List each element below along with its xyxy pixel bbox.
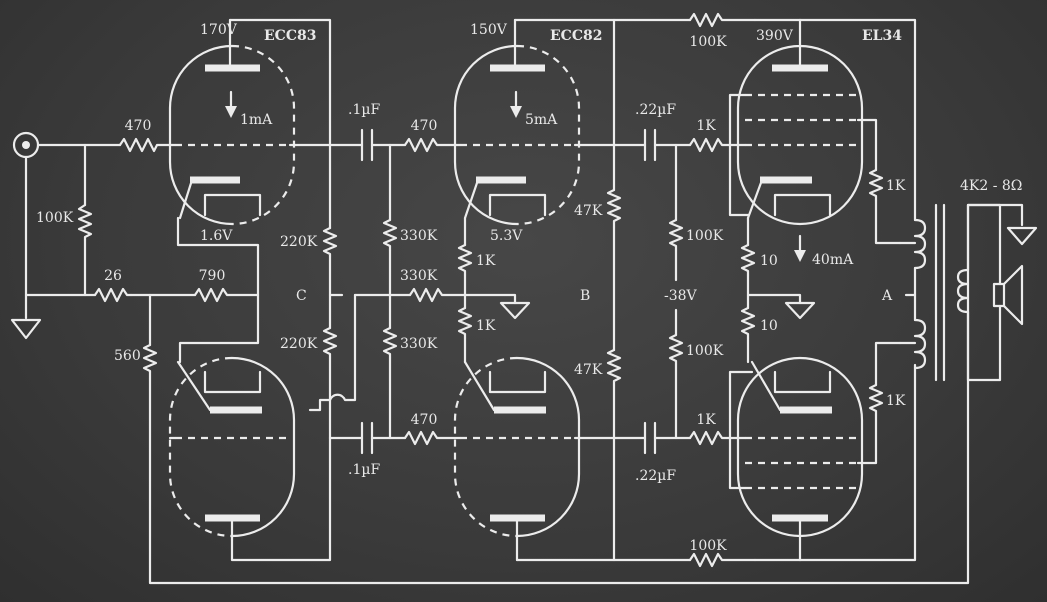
tube-ecc83-top bbox=[168, 18, 296, 226]
label-r-330k-top: 330K bbox=[400, 228, 438, 244]
resistor-100k-bot bbox=[668, 308, 684, 440]
label-t1-current: 1mA bbox=[240, 112, 273, 128]
label-c-bot-1: .1µF bbox=[348, 462, 380, 478]
input-ground-icon bbox=[10, 318, 42, 340]
label-r-input-grid: 470 bbox=[125, 118, 152, 134]
resistor-47k-top bbox=[606, 188, 622, 229]
label-r-grid-top-3: 1K bbox=[696, 118, 716, 134]
node-c-wiring bbox=[308, 293, 412, 412]
label-r-100k-top: 100K bbox=[686, 228, 724, 244]
resistor-input-grid bbox=[118, 137, 174, 153]
resistor-10-top bbox=[740, 243, 756, 277]
resistor-10-bot bbox=[740, 306, 756, 340]
current-arrow-3 bbox=[794, 234, 806, 262]
input-jack bbox=[12, 131, 40, 159]
label-r-330k-mid: 330K bbox=[400, 268, 438, 284]
label-r-47k-bot: 47K bbox=[574, 362, 603, 378]
resistor-790 bbox=[193, 287, 260, 303]
tube2-plate-wiring bbox=[513, 18, 692, 562]
label-r-fb-top: 100K bbox=[689, 34, 727, 50]
label-r-1k-top: 1K bbox=[476, 253, 496, 269]
node-label-bias: -38V bbox=[664, 288, 698, 304]
label-t1-plate-voltage: 170V bbox=[200, 22, 238, 38]
label-r-47k-top: 47K bbox=[574, 203, 603, 219]
current-arrow-1 bbox=[225, 90, 237, 118]
label-r-100k-bot: 100K bbox=[686, 343, 724, 359]
node-label-b: B bbox=[580, 288, 590, 304]
resistor-47k-bot bbox=[606, 348, 622, 387]
label-r-330k-bot: 330K bbox=[400, 336, 438, 352]
resistor-screen-top bbox=[868, 168, 884, 202]
label-t3-name: EL34 bbox=[862, 28, 902, 44]
resistor-grid-top-2 bbox=[403, 137, 462, 153]
node-label-a: A bbox=[881, 288, 893, 304]
speaker-icon bbox=[992, 264, 1024, 326]
resistor-330k-mid bbox=[408, 287, 467, 303]
output-ground-icon bbox=[1006, 226, 1038, 246]
label-c-bot-2: .22µF bbox=[635, 468, 676, 484]
input-wiring bbox=[24, 143, 1024, 585]
label-t1-name: ECC83 bbox=[264, 28, 316, 44]
capacitor-bot-1 bbox=[360, 421, 407, 455]
label-r-input-bleed: 100K bbox=[36, 210, 74, 226]
resistor-grid-bot-3 bbox=[688, 430, 747, 446]
label-r-10-top: 10 bbox=[760, 253, 778, 269]
resistor-100k-top bbox=[668, 143, 684, 282]
label-r-10-bot: 10 bbox=[760, 318, 778, 334]
resistor-input-bleed bbox=[77, 203, 93, 242]
tube3-wiring bbox=[728, 18, 917, 562]
resistor-screen-bot bbox=[868, 383, 884, 417]
resistor-grid-top-3 bbox=[688, 137, 747, 153]
node-label-c: C bbox=[296, 288, 307, 304]
resistor-330k-top bbox=[382, 143, 398, 330]
resistor-330k-bot bbox=[382, 326, 398, 440]
label-r-grid-bot-3: 1K bbox=[696, 412, 716, 428]
output-transformer bbox=[898, 203, 1002, 382]
tube-el34-bottom bbox=[736, 356, 864, 562]
tube-el34-top bbox=[736, 18, 864, 226]
label-t1-cathode-voltage: 1.6V bbox=[200, 228, 233, 244]
capacitor-bot-2 bbox=[643, 421, 692, 455]
label-t3-current: 40mA bbox=[812, 252, 854, 268]
current-arrow-2 bbox=[510, 90, 522, 118]
label-t2-cathode-voltage: 5.3V bbox=[490, 228, 523, 244]
label-r-grid-top-2: 470 bbox=[411, 118, 438, 134]
capacitor-top-1 bbox=[360, 128, 407, 162]
tube-ecc82-bottom bbox=[453, 356, 581, 562]
label-c-top-2: .22µF bbox=[635, 102, 676, 118]
resistor-feedback-top bbox=[688, 12, 757, 28]
ground-icon-3 bbox=[784, 301, 816, 320]
label-transformer: 4K2 - 8Ω bbox=[960, 178, 1022, 194]
tube-ecc82-top bbox=[453, 18, 581, 226]
tube1-wiring bbox=[168, 18, 364, 562]
label-r-plate-top-1: 220K bbox=[280, 234, 318, 250]
label-r-560: 560 bbox=[114, 348, 141, 364]
label-r-grid-bot-2: 470 bbox=[411, 412, 438, 428]
tube-ecc83-bottom bbox=[168, 356, 296, 542]
resistor-feedback-bot bbox=[688, 552, 757, 568]
resistor-26 bbox=[93, 287, 133, 303]
label-t2-name: ECC82 bbox=[550, 28, 602, 44]
label-r-plate-bot-1: 220K bbox=[280, 336, 318, 352]
resistor-560 bbox=[142, 343, 158, 374]
label-c-top-1: .1µF bbox=[348, 102, 380, 118]
label-t2-current: 5mA bbox=[525, 112, 558, 128]
resistor-plate-top-1 bbox=[322, 226, 338, 258]
resistor-grid-bot-2 bbox=[403, 430, 462, 446]
label-t2-plate-voltage: 150V bbox=[470, 22, 508, 38]
resistor-plate-bot-1 bbox=[322, 326, 338, 360]
label-r-1k-bot: 1K bbox=[476, 318, 496, 334]
capacitor-top-2 bbox=[643, 128, 692, 162]
label-r-screen-top: 1K bbox=[886, 178, 906, 194]
ground-icon-2 bbox=[463, 293, 531, 320]
label-r-26: 26 bbox=[104, 268, 122, 284]
tube2-cathode-wiring bbox=[457, 216, 473, 364]
label-r-screen-bot: 1K bbox=[886, 393, 906, 409]
label-r-790: 790 bbox=[199, 268, 226, 284]
label-r-fb-bot: 100K bbox=[689, 538, 727, 554]
label-t3-plate-voltage: 390V bbox=[756, 28, 794, 44]
